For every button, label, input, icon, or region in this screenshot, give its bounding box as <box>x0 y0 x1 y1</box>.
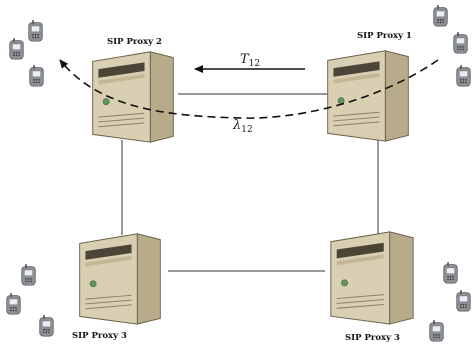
mobile-phone-icon <box>39 315 54 337</box>
server-icon <box>330 231 414 325</box>
server-icon <box>79 233 161 325</box>
mobile-phone-icon <box>443 262 458 284</box>
lambda-subscript: 12 <box>241 125 252 135</box>
phones-top-right <box>433 5 471 87</box>
proxy-label-bottom-right: SIP Proxy 3 <box>345 333 400 343</box>
t-subscript: 12 <box>249 59 260 69</box>
mobile-phone-icon <box>9 38 24 60</box>
mobile-phone-icon <box>429 320 444 342</box>
t-symbol: T <box>240 52 250 67</box>
mobile-phone-icon <box>6 293 21 315</box>
lambda-symbol: λ <box>232 118 241 133</box>
network-links <box>121 93 379 272</box>
t12-label: T12 <box>240 52 260 69</box>
mobile-phone-icon <box>456 290 471 312</box>
server-icon <box>92 51 174 143</box>
proxy-label-top-right: SIP Proxy 1 <box>357 31 412 41</box>
mobile-phone-icon <box>453 32 468 54</box>
mobile-phone-icon <box>456 65 471 87</box>
proxy-label-top-left: SIP Proxy 2 <box>107 37 162 47</box>
proxy-label-bottom-left: SIP Proxy 3 <box>72 331 127 341</box>
lambda12-flow-curve <box>59 59 439 119</box>
mobile-phone-icon <box>29 65 44 87</box>
phones-bottom-left <box>6 264 54 337</box>
phones-top-left <box>9 20 44 87</box>
mobile-phone-icon <box>28 20 43 42</box>
mobile-phone-icon <box>21 264 36 286</box>
lambda12-label: λ12 <box>232 118 253 135</box>
mobile-phone-icon <box>433 5 448 27</box>
phones-bottom-right <box>429 262 471 342</box>
